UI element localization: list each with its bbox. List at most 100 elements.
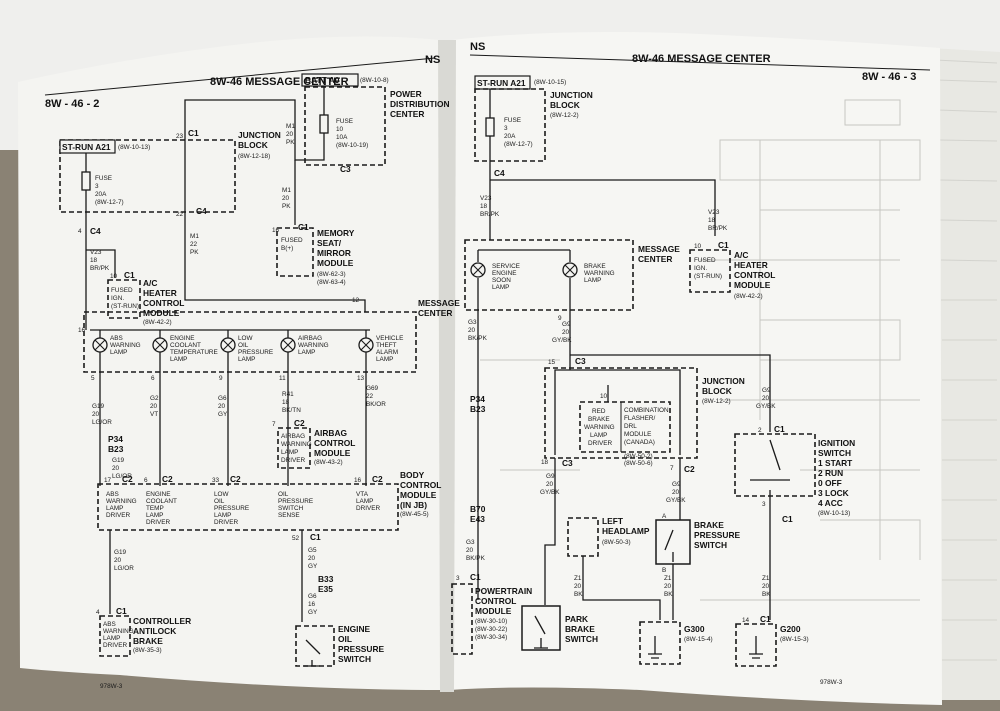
wire-label-g6: G6 20 GY — [218, 395, 228, 418]
right-header-rule — [469, 54, 931, 71]
left-jb-pin4: 4 — [78, 228, 82, 235]
svg-text:LEFT: LEFT — [602, 516, 624, 526]
left-lamp-2-cross — [154, 339, 166, 351]
bcm-driver-label: LAMP — [146, 512, 163, 519]
right-fuse-label: FUSE — [504, 117, 521, 124]
bcm-pin52: 52 — [292, 535, 300, 542]
m1-wire-to-msg-center — [184, 222, 366, 312]
svg-text:CONTROL: CONTROL — [314, 438, 355, 448]
svg-text:FLASHER/: FLASHER/ — [624, 415, 655, 422]
airbag-label-4: DRIVER — [281, 457, 306, 464]
svg-text:(8W-62-3): (8W-62-3) — [317, 271, 346, 278]
svg-text:POWERTRAIN: POWERTRAIN — [475, 586, 532, 596]
left-page-number: 8W - 46 - 2 — [45, 98, 99, 110]
batt-a0-box — [301, 73, 359, 87]
right-page — [450, 32, 942, 705]
svg-text:CENTER: CENTER — [418, 308, 452, 318]
right-ac-label-2: IGN. — [694, 265, 707, 272]
pcm-conn: C1 — [470, 572, 481, 582]
svg-text:COMBINATION: COMBINATION — [624, 407, 669, 414]
wire-label-g19c: G19 20 LG/OR — [114, 549, 134, 572]
svg-text:CENTER: CENTER — [390, 109, 424, 119]
ignition-title: IGNITION SWITCH 1 START 2 RUN 0 OFF 3 LO… — [818, 438, 855, 517]
wire-label-r41: R41 18 BK/TN — [282, 391, 301, 414]
left-b33: B33 — [318, 574, 334, 584]
svg-text:CENTER: CENTER — [638, 254, 672, 264]
right-fuse-rating: 20A — [504, 133, 516, 140]
left-page — [18, 36, 442, 690]
svg-text:(8W-30-10): (8W-30-10) — [475, 618, 507, 625]
svg-text:G19: G19 — [112, 457, 125, 464]
svg-text:PK: PK — [282, 203, 291, 210]
memory-seat-label-1: FUSED — [281, 237, 303, 244]
left-lamp-4-label: WARNING — [298, 342, 329, 349]
svg-text:MESSAGE: MESSAGE — [638, 244, 680, 254]
svg-text:(8W-50-3): (8W-50-3) — [602, 539, 631, 546]
svg-text:BK: BK — [664, 591, 673, 598]
svg-text:(8W-10-13): (8W-10-13) — [818, 510, 850, 517]
left-lamp-pin: 11 — [279, 375, 286, 382]
svg-text:Z1: Z1 — [762, 575, 770, 582]
ignition-pin2: 2 — [758, 427, 762, 434]
brake-switch-symbol — [664, 529, 674, 562]
g300-ref: (8W-15-4) — [684, 636, 713, 643]
svg-text:G9: G9 — [546, 473, 555, 480]
svg-text:20: 20 — [762, 583, 770, 590]
left-strun-label: ST-RUN A21 — [62, 142, 111, 152]
memory-seat-pin: 16 — [272, 227, 280, 234]
abs-pin: 4 — [96, 609, 100, 616]
bcm-driver-pin: 16 — [354, 477, 362, 484]
bcm-driver-conn: C2 — [162, 474, 173, 484]
pcm-title: POWERTRAIN CONTROL MODULE (8W-30-10) (8W… — [475, 586, 532, 641]
bcm-driver-label: PRESSURE — [278, 498, 313, 505]
svg-text:WARNING: WARNING — [584, 424, 615, 431]
svg-text:POWER: POWER — [390, 89, 422, 99]
brake-switch-pin-b: B — [662, 567, 666, 574]
right-b23: B23 — [470, 404, 486, 414]
svg-text:BK/TN: BK/TN — [282, 407, 301, 414]
bcm-driver-label: VTA — [356, 491, 369, 498]
svg-text:G69: G69 — [366, 385, 379, 392]
ignition-wire — [570, 354, 771, 620]
bcm-title: BODY CONTROL MODULE (IN JB) (8W-45-5) — [400, 470, 441, 518]
right-ac-pin: 10 — [694, 243, 702, 250]
right-junction-title: JUNCTION BLOCK (8W-12-2) — [550, 90, 593, 119]
jb2-title: JUNCTION BLOCK (8W-12-2) — [702, 376, 745, 405]
svg-text:MIRROR: MIRROR — [317, 248, 351, 258]
wire-label-g19: G19 20 LG/OR — [92, 403, 112, 426]
svg-text:(8W-12-2): (8W-12-2) — [702, 398, 731, 405]
m1-low-wire-label: M1 22 PK — [190, 233, 199, 256]
left-footer-code: 978W-3 — [100, 683, 123, 690]
bcm-driver-label: LAMP — [356, 498, 373, 505]
left-lamp-5-label: LAMP — [376, 356, 393, 363]
svg-text:22: 22 — [190, 241, 198, 248]
batt-a0-label: BATT A0 — [305, 75, 340, 85]
park-brake-symbol — [534, 615, 548, 649]
svg-text:PRESSURE: PRESSURE — [338, 644, 384, 654]
left-header-rule — [44, 57, 436, 96]
left-lamp-5-cross — [360, 339, 372, 351]
batt-a0-ref: (8W-10-8) — [360, 77, 389, 84]
left-fuse-rating: 20A — [95, 191, 107, 198]
svg-text:18: 18 — [480, 203, 488, 210]
bcm-driver-label: PRESSURE — [214, 505, 249, 512]
left-fuse-ref: (8W-12-7) — [95, 199, 124, 206]
bcm-driver-label: TEMP — [146, 505, 164, 512]
svg-text:LG/OR: LG/OR — [92, 419, 112, 426]
svg-text:DISTRIBUTION: DISTRIBUTION — [390, 99, 450, 109]
oil-switch-symbol — [304, 639, 321, 667]
jb2-inner-box — [579, 401, 671, 453]
pdc-wire — [184, 87, 325, 161]
svg-text:V23: V23 — [480, 195, 492, 202]
svg-text:OIL: OIL — [338, 634, 352, 644]
right-ac-heater-box — [689, 249, 731, 293]
svg-text:PRESSURE: PRESSURE — [694, 530, 740, 540]
pdc-box — [304, 86, 386, 166]
bcm-driver-label: LAMP — [214, 512, 231, 519]
svg-text:IGNITION: IGNITION — [818, 438, 855, 448]
svg-text:Z1: Z1 — [664, 575, 672, 582]
left-strun-ref: (8W-10-13) — [118, 144, 150, 151]
svg-text:MODULE: MODULE — [314, 448, 351, 458]
